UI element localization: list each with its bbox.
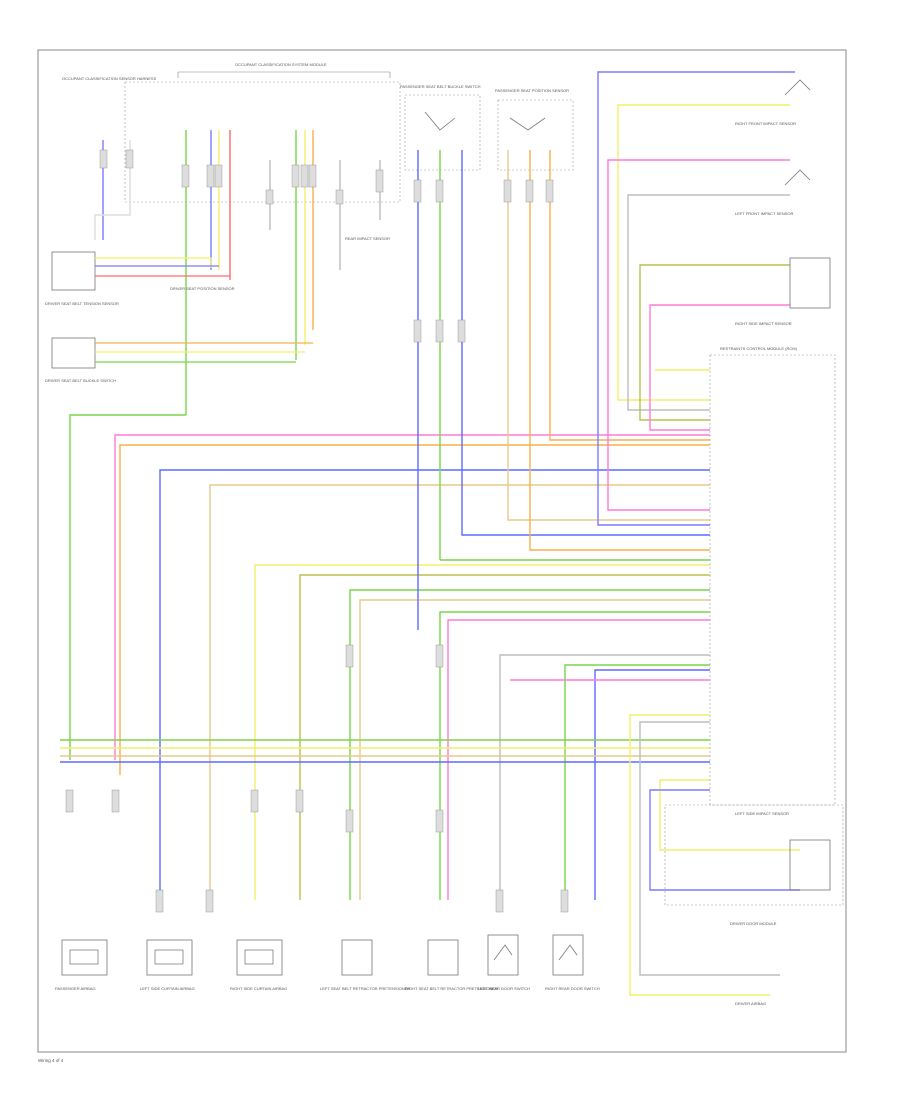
pass-seat-position-box: PASSENGER SEAT POSITION SENSOR: [495, 88, 574, 171]
driver-airbag-label: DRIVER AIRBAG: [735, 1001, 766, 1006]
driver-buckle-box: DRIVER SEAT BELT BUCKLE SWITCH: [45, 337, 116, 383]
rear-switch-r-label: RIGHT REAR DOOR SWITCH: [545, 986, 600, 991]
door-module-label: DRIVER DOOR MODULE: [730, 921, 777, 926]
pass-buckle-box: PASSENGER SEAT BELT BUCKLE SWITCH: [400, 84, 481, 171]
curtain-r-label: RIGHT SIDE CURTAIN AIRBAG: [230, 986, 287, 991]
pass-buckle-label: PASSENGER SEAT BELT BUCKLE SWITCH: [400, 84, 481, 89]
pass-airbag-label: PASSENGER AIRBAG: [55, 986, 96, 991]
footer-label: Wiring 4 of 4: [38, 1058, 64, 1063]
main-harness: [60, 150, 710, 900]
bottom-components: PASSENGER AIRBAG LEFT SIDE CURTAIN AIRBA…: [55, 236, 600, 991]
diagram-frame: [37, 49, 847, 1053]
right-components: RIGHT FRONT IMPACT SENSOR LEFT FRONT IMP…: [664, 79, 844, 1006]
seat-position-label: DRIVER SEAT POSITION SENSOR: [170, 286, 235, 291]
occupant-module-group: OCCUPANT CLASSIFICATION SYSTEM MODULE OC…: [62, 62, 401, 203]
top-wires: [94, 130, 381, 415]
driver-buckle-label: DRIVER SEAT BELT BUCKLE SWITCH: [45, 378, 116, 383]
ocs-harness-label: OCCUPANT CLASSIFICATION SENSOR HARNESS: [62, 76, 157, 81]
sensor-wires: [95, 257, 313, 363]
rear-switch-l-label: LEFT REAR DOOR SWITCH: [478, 986, 530, 991]
pass-seat-position-label: PASSENGER SEAT POSITION SENSOR: [495, 88, 569, 93]
curtain-l-label: LEFT SIDE CURTAIN AIRBAG: [140, 986, 195, 991]
right-side-wires: [597, 71, 800, 996]
side-sensor-left-label: LEFT SIDE IMPACT SENSOR: [735, 811, 789, 816]
harness-connectors: [65, 179, 569, 913]
retractor-l-label: LEFT SEAT BELT RETRACTOR PRETENSIONER: [320, 986, 410, 991]
retractor-r-label: RIGHT SEAT BELT RETRACTOR PRETENSIONER: [405, 986, 498, 991]
seatbelt-sensor-box: DRIVER SEAT BELT TENSION SENSOR: [45, 251, 119, 306]
top-connectors: [99, 149, 384, 205]
occupant-module-label: OCCUPANT CLASSIFICATION SYSTEM MODULE: [235, 62, 327, 67]
front-impact-label: RIGHT FRONT IMPACT SENSOR: [735, 121, 796, 126]
restraints-module-label: RESTRAINTS CONTROL MODULE (RCM): [720, 346, 798, 351]
seatbelt-sensor-label: DRIVER SEAT BELT TENSION SENSOR: [45, 301, 119, 306]
left-impact-label: LEFT FRONT IMPACT SENSOR: [735, 211, 793, 216]
side-sensor-right-label: RIGHT SIDE IMPACT SENSOR: [735, 321, 792, 326]
rear-sensor-label: REAR IMPACT SENSOR: [345, 236, 390, 241]
restraints-module-box: RESTRAINTS CONTROL MODULE (RCM): [709, 346, 836, 806]
